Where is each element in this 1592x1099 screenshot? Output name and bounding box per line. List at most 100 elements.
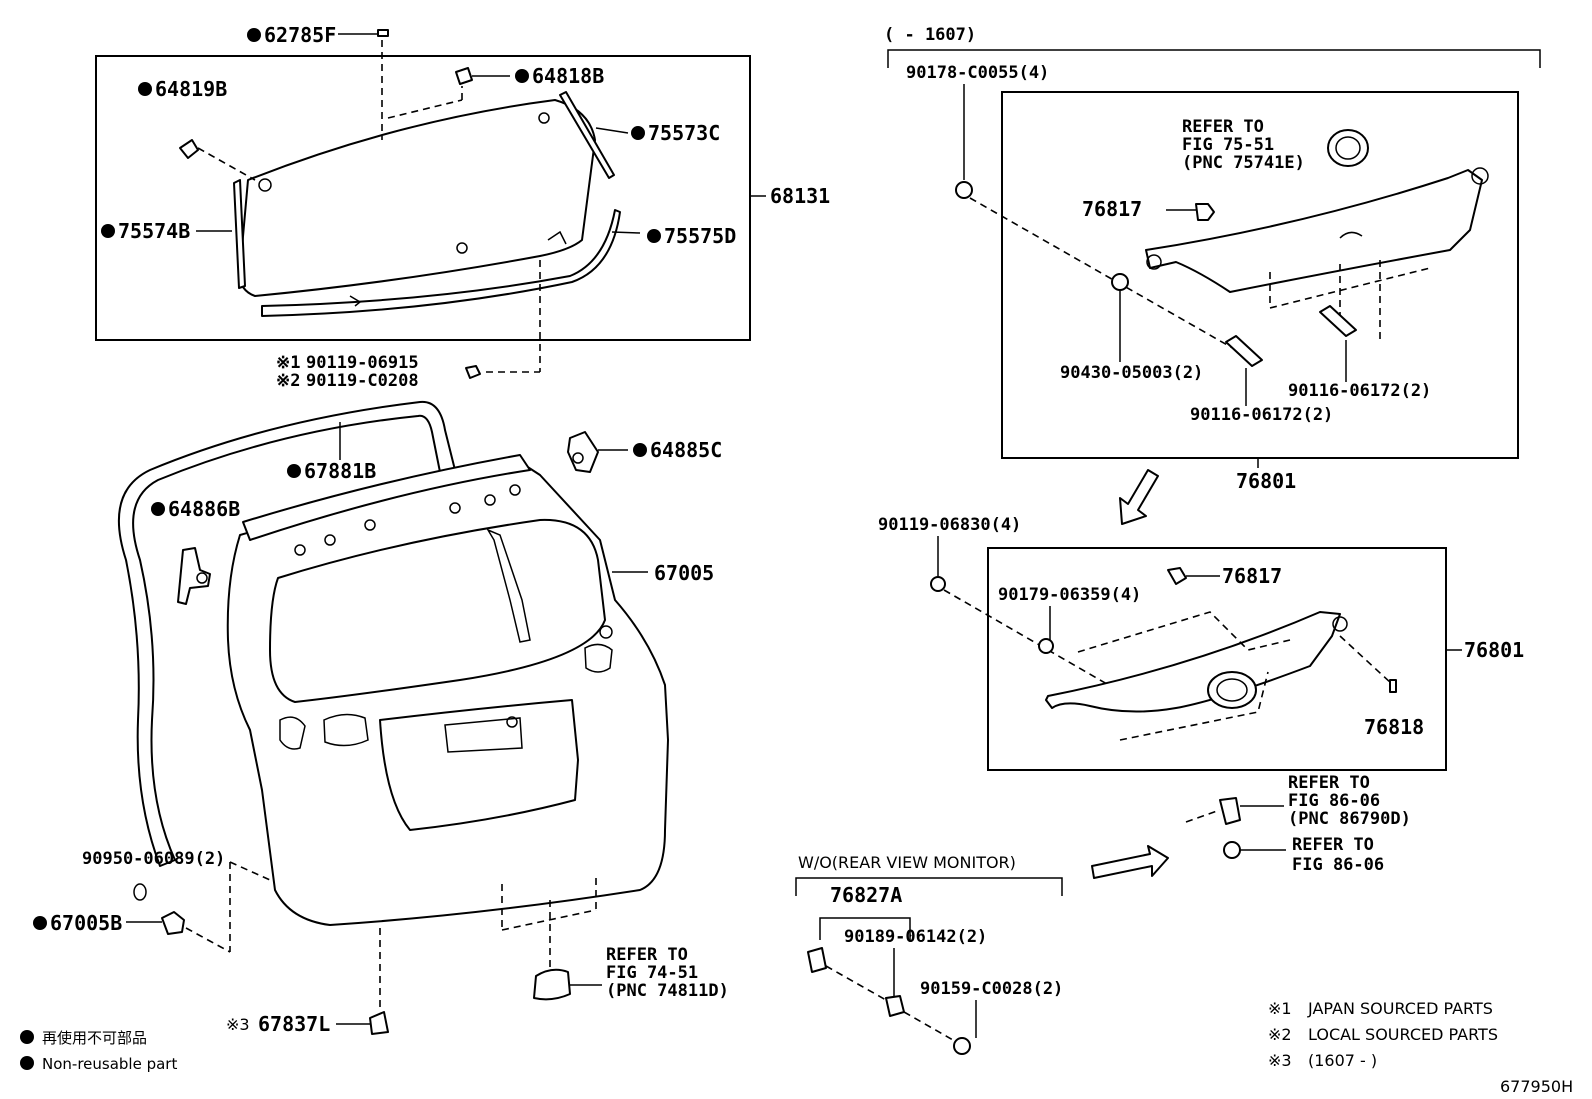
legend-dot	[20, 1030, 34, 1044]
weatherstrip-67881b	[117, 400, 456, 867]
arrow-right-icon	[1091, 845, 1169, 879]
part-64819b: 64819B	[155, 77, 227, 101]
molding-75575d	[261, 209, 621, 317]
arrow-down-icon	[1119, 469, 1159, 525]
screw-icon	[1223, 841, 1241, 859]
refer-86-top-3: (PNC 86790D)	[1288, 809, 1411, 829]
part-76817-lower: 76817	[1222, 564, 1282, 588]
part-75575d: 75575D	[664, 224, 736, 248]
part-75573c: 75573C	[648, 121, 720, 145]
bolt-mark-1: ※1	[276, 353, 300, 373]
legend: 再使用不可部品 Non-reusable part	[20, 1029, 177, 1073]
part-90116-06172-b: 90116-06172(2)	[1288, 381, 1431, 401]
garnish-lower-76801	[1045, 611, 1341, 713]
part-90189-06142: 90189-06142(2)	[844, 927, 987, 947]
garnish-box-label-2: 76801	[1464, 638, 1524, 662]
refer-86-top-2: FIG 86-06	[1288, 791, 1380, 811]
part-67005b: 67005B	[50, 911, 122, 935]
range-bracket	[887, 49, 1541, 68]
part-64818b: 64818B	[532, 64, 604, 88]
part-64885c: 64885C	[650, 438, 722, 462]
non-reusable-dot	[138, 82, 152, 96]
note-mark-1: ※1	[1268, 999, 1292, 1018]
nut-icon	[955, 181, 973, 199]
garnish-upper: ( - 1607) 76801 90178-C0055(4) REFER TO …	[884, 25, 1541, 493]
wo-monitor-bracket	[795, 877, 1063, 896]
part-90159-c0028: 90159-C0028(2)	[920, 979, 1063, 999]
refer-86-top-1: REFER TO	[1288, 773, 1370, 793]
cushion-67005b	[161, 911, 185, 935]
glass-box-label: 68131	[770, 184, 830, 208]
bolt-icon	[1225, 335, 1263, 367]
molding-75574b	[233, 179, 246, 289]
part-67837l: 67837L	[258, 1012, 330, 1036]
legend-en: Non-reusable part	[42, 1055, 177, 1073]
refer-75-line3: (PNC 75741E)	[1182, 153, 1305, 173]
part-64886b: 64886B	[168, 497, 240, 521]
wo-monitor-title: W/O(REAR VIEW MONITOR)	[798, 853, 1016, 872]
garnish-76801	[1145, 169, 1483, 293]
bolt-icon	[465, 365, 481, 379]
part-90430-05003: 90430-05003(2)	[1060, 363, 1203, 383]
refer-75-line2: FIG 75-51	[1182, 135, 1274, 155]
refer-86-bottom-2: FIG 86-06	[1292, 855, 1384, 875]
hinge-64885c	[567, 431, 599, 473]
garnish-box-frame	[1001, 91, 1519, 459]
screw-icon	[953, 1037, 971, 1055]
glass-assembly: 68131 62785F 64818B	[95, 23, 830, 391]
camera-icon	[1219, 797, 1241, 825]
note-text-1: JAPAN SOURCED PARTS	[1307, 999, 1493, 1018]
refer-75-line1: REFER TO	[1182, 117, 1264, 137]
non-reusable-dot	[633, 443, 647, 457]
wo-monitor: W/O(REAR VIEW MONITOR) 76827A 90189-0614…	[795, 853, 1063, 1055]
part-90119-06830: 90119-06830(4)	[878, 515, 1021, 535]
figure-id: 677950H	[1500, 1077, 1573, 1096]
nut-icon	[1038, 638, 1054, 654]
non-reusable-dot	[515, 69, 529, 83]
note-mark-3: ※3	[1268, 1051, 1292, 1070]
non-reusable-dot	[247, 28, 261, 42]
bolt-icon	[1319, 305, 1357, 337]
part-90178-c0055: 90178-C0055(4)	[906, 63, 1049, 83]
non-reusable-dot	[33, 916, 47, 930]
emblem-icon	[1327, 129, 1369, 167]
stopper-74811d	[533, 968, 571, 1001]
clip-67837l	[369, 1011, 389, 1035]
note-mark-2: ※2	[1268, 1025, 1292, 1044]
garnish-lower: 76801 90119-06830(4) 90179-06359(4) 7681…	[878, 515, 1524, 771]
part-75574b: 75574B	[118, 219, 190, 243]
non-reusable-dot	[101, 224, 115, 238]
bolt-code-1: 90119-06915	[306, 353, 419, 373]
bolt-icon	[930, 576, 946, 592]
note-text-2: LOCAL SOURCED PARTS	[1308, 1025, 1498, 1044]
refer-74-line1: REFER TO	[606, 945, 688, 965]
bolt-code-2: 90119-C0208	[306, 371, 419, 391]
refer-74-line2: FIG 74-51	[606, 963, 698, 983]
non-reusable-dot	[647, 229, 661, 243]
emblem-icon	[1207, 671, 1257, 709]
refer-86-bottom-1: REFER TO	[1292, 835, 1374, 855]
part-67881b: 67881B	[304, 459, 376, 483]
bolt-mark-2: ※2	[276, 371, 300, 391]
part-90116-06172-a: 90116-06172(2)	[1190, 405, 1333, 425]
non-reusable-dot	[151, 502, 165, 516]
legend-jp: 再使用不可部品	[42, 1029, 147, 1047]
part-90950-06089: 90950-06089(2)	[82, 849, 225, 869]
cover-76827a	[807, 947, 827, 973]
glass-box-frame	[95, 55, 751, 341]
hinge-64886b	[177, 547, 211, 605]
part-76817-upper: 76817	[1082, 197, 1142, 221]
back-glass	[238, 99, 596, 297]
part-67005: 67005	[654, 561, 714, 585]
garnish-box-label-1: 76801	[1236, 469, 1296, 493]
notes: ※1 JAPAN SOURCED PARTS ※2 LOCAL SOURCED …	[1268, 999, 1498, 1070]
part-76827a: 76827A	[830, 883, 902, 907]
clip-icon	[1195, 203, 1215, 221]
clip-icon	[1167, 567, 1187, 585]
refer-74-line3: (PNC 74811D)	[606, 981, 729, 1001]
nut-icon	[885, 995, 905, 1017]
legend-dot	[20, 1056, 34, 1070]
clip-76818	[1389, 679, 1397, 693]
